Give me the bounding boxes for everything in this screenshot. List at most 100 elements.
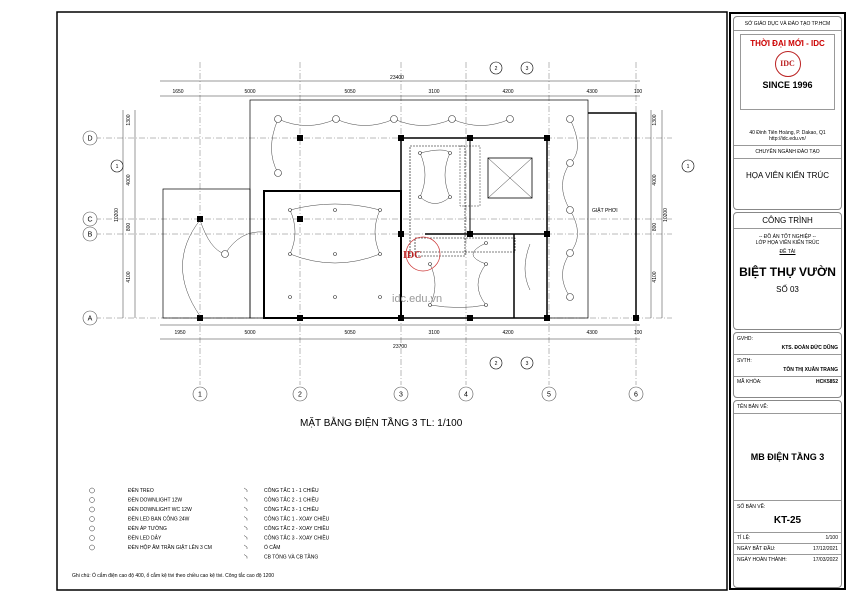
- dim-right: 800: [652, 223, 658, 232]
- downlight-icon: [274, 115, 282, 123]
- axis-bubble: [628, 386, 644, 402]
- dim-left: 1300: [126, 114, 132, 125]
- end-label: NGÀY HOÀN THÀNH:: [737, 557, 787, 563]
- pendant-light-icon: [378, 295, 382, 299]
- legend-label: ĐÈN HỘP ÂM TRẦN GIẬT LÊN 3 CM: [128, 543, 212, 551]
- column: [398, 315, 404, 321]
- column: [544, 231, 550, 237]
- led-strip-icon: [89, 535, 95, 541]
- axis-bubble: [458, 386, 474, 402]
- department: SỞ GIÁO DỤC VÀ ĐÀO TẠO TP.HCM: [734, 17, 841, 31]
- section-marker-label: 1: [687, 164, 690, 170]
- gvhd-label: GVHD:: [737, 336, 753, 342]
- downlight-icon: [566, 249, 574, 257]
- project-box: CÔNG TRÌNH -- ĐỒ ÁN TỐT NGHIỆP -- LỚP HỌ…: [733, 212, 842, 330]
- axis-bubble: [82, 211, 98, 227]
- section-marker-label: 3: [526, 361, 529, 367]
- dim-top: 3100: [428, 89, 439, 95]
- school-box: SỞ GIÁO DỤC VÀ ĐÀO TẠO TP.HCM THỜI ĐẠI M…: [733, 16, 842, 210]
- dim-bottom: 1950: [174, 330, 185, 336]
- recessed-box-light-icon: [89, 544, 95, 551]
- legend-label: CÔNG TẮC 2 - 1 CHIỀU: [264, 496, 319, 504]
- column: [544, 135, 550, 141]
- balcony-led-icon: [89, 516, 95, 522]
- watermark-text: idc.edu.vn: [392, 293, 442, 305]
- dim-bottom: 100: [634, 330, 643, 336]
- course-label: MÃ KHÓA:: [737, 379, 762, 385]
- downlight-wc-icon: [89, 506, 95, 513]
- dim-top: 5050: [344, 89, 355, 95]
- dim-left-total: 10200: [114, 208, 120, 222]
- legend-label: CÔNG TẮC 1 - XOAY CHIỀU: [264, 515, 330, 523]
- axis-label-1: 1: [198, 392, 202, 399]
- axis-bubble: [82, 130, 98, 146]
- two-way-switch-icon: [243, 516, 248, 521]
- structural-columns: [197, 135, 639, 321]
- downlight-icon: [221, 250, 229, 258]
- pendant-light-icon: [448, 151, 452, 155]
- axis-label-6: 6: [634, 392, 638, 399]
- downlight-icon: [566, 206, 574, 214]
- section-marker: [110, 159, 124, 173]
- pendant-light-icon: [288, 208, 292, 212]
- axis-bubble: [82, 226, 98, 242]
- project-line1: -- ĐỒ ÁN TỐT NGHIỆP --: [759, 234, 816, 240]
- column: [544, 315, 550, 321]
- section-marker: [489, 61, 503, 75]
- dim-right: 4000: [652, 174, 658, 185]
- course: HCK5852: [816, 379, 838, 385]
- gvhd: KTS. ĐOÀN ĐỨC DŨNG: [734, 345, 841, 355]
- wiring-arcs: [182, 118, 578, 317]
- address: 40 Đinh Tiên Hoàng, P. Dakao, Q1: [749, 130, 826, 136]
- start-label: NGÀY BẮT ĐẦU:: [737, 546, 776, 552]
- pendant-light-icon: [484, 241, 488, 245]
- axis-label-B: B: [88, 232, 93, 239]
- pendant-light-icon: [428, 303, 432, 307]
- school-name: THỜI ĐẠI MỚI - IDC: [750, 39, 825, 48]
- dim-top-total: 23400: [390, 75, 404, 81]
- dim-bottom: 4200: [502, 330, 513, 336]
- downlight-icon: [566, 293, 574, 301]
- section-marker: [489, 356, 503, 370]
- axis-label-3: 3: [399, 392, 403, 399]
- legend-label: CÔNG TẮC 1 - 1 CHIỀU: [264, 486, 319, 494]
- column: [467, 231, 473, 237]
- socket-icon: [243, 544, 248, 549]
- dim-left: 4100: [126, 271, 132, 282]
- dim-right-total: 10200: [663, 208, 669, 222]
- website: http://idc.edu.vn/: [734, 136, 841, 146]
- watermark-logo: IDC: [403, 250, 421, 261]
- sheet-name-label: TÊN BẢN VẼ:: [734, 401, 841, 414]
- grid-lines: [95, 62, 672, 385]
- section-marker-label: 2: [495, 66, 498, 72]
- idc-logo: IDC: [774, 51, 801, 77]
- pendant-light-icon: [484, 303, 488, 307]
- sheet-no: KT-25: [773, 515, 802, 526]
- pendant-light-icon: [418, 151, 422, 155]
- downlight-icon: [390, 115, 398, 123]
- legend-label: CB TỔNG VÀ CB TẦNG: [264, 554, 318, 561]
- watermark: IDC idc.edu.vn: [392, 236, 442, 305]
- people-box: GVHD: KTS. ĐOÀN ĐỨC DŨNG SVTH: TÔN THỊ X…: [733, 332, 842, 398]
- dim-bottom: 4300: [586, 330, 597, 336]
- title-block: SỞ GIÁO DỤC VÀ ĐÀO TẠO TP.HCM THỜI ĐẠI M…: [729, 12, 846, 590]
- pendant-light-icon: [89, 487, 95, 494]
- legend-note: Ghi chú: Ổ cắm điện cao độ 400, ổ cắm kệ…: [72, 572, 274, 579]
- downlight-icon: [506, 115, 514, 123]
- downlight-icon: [332, 115, 340, 123]
- dim-right: 4100: [652, 271, 658, 282]
- section-marker-label: 2: [495, 361, 498, 367]
- major-label: CHUYÊN NGÀNH ĐÀO TẠO: [734, 146, 841, 159]
- end-date: 17/03/2022: [812, 557, 838, 563]
- legend-label: ĐÈN LED DÂY: [128, 535, 162, 542]
- column: [633, 315, 639, 321]
- legend-label: ĐÈN DOWNLIGHT 12W: [128, 497, 182, 504]
- downlight-icon: [566, 159, 574, 167]
- axis-label-4: 4: [464, 392, 468, 399]
- axis-label-D: D: [87, 136, 92, 143]
- pendant-light-icon: [428, 262, 432, 266]
- pendant-light-icon: [378, 252, 382, 256]
